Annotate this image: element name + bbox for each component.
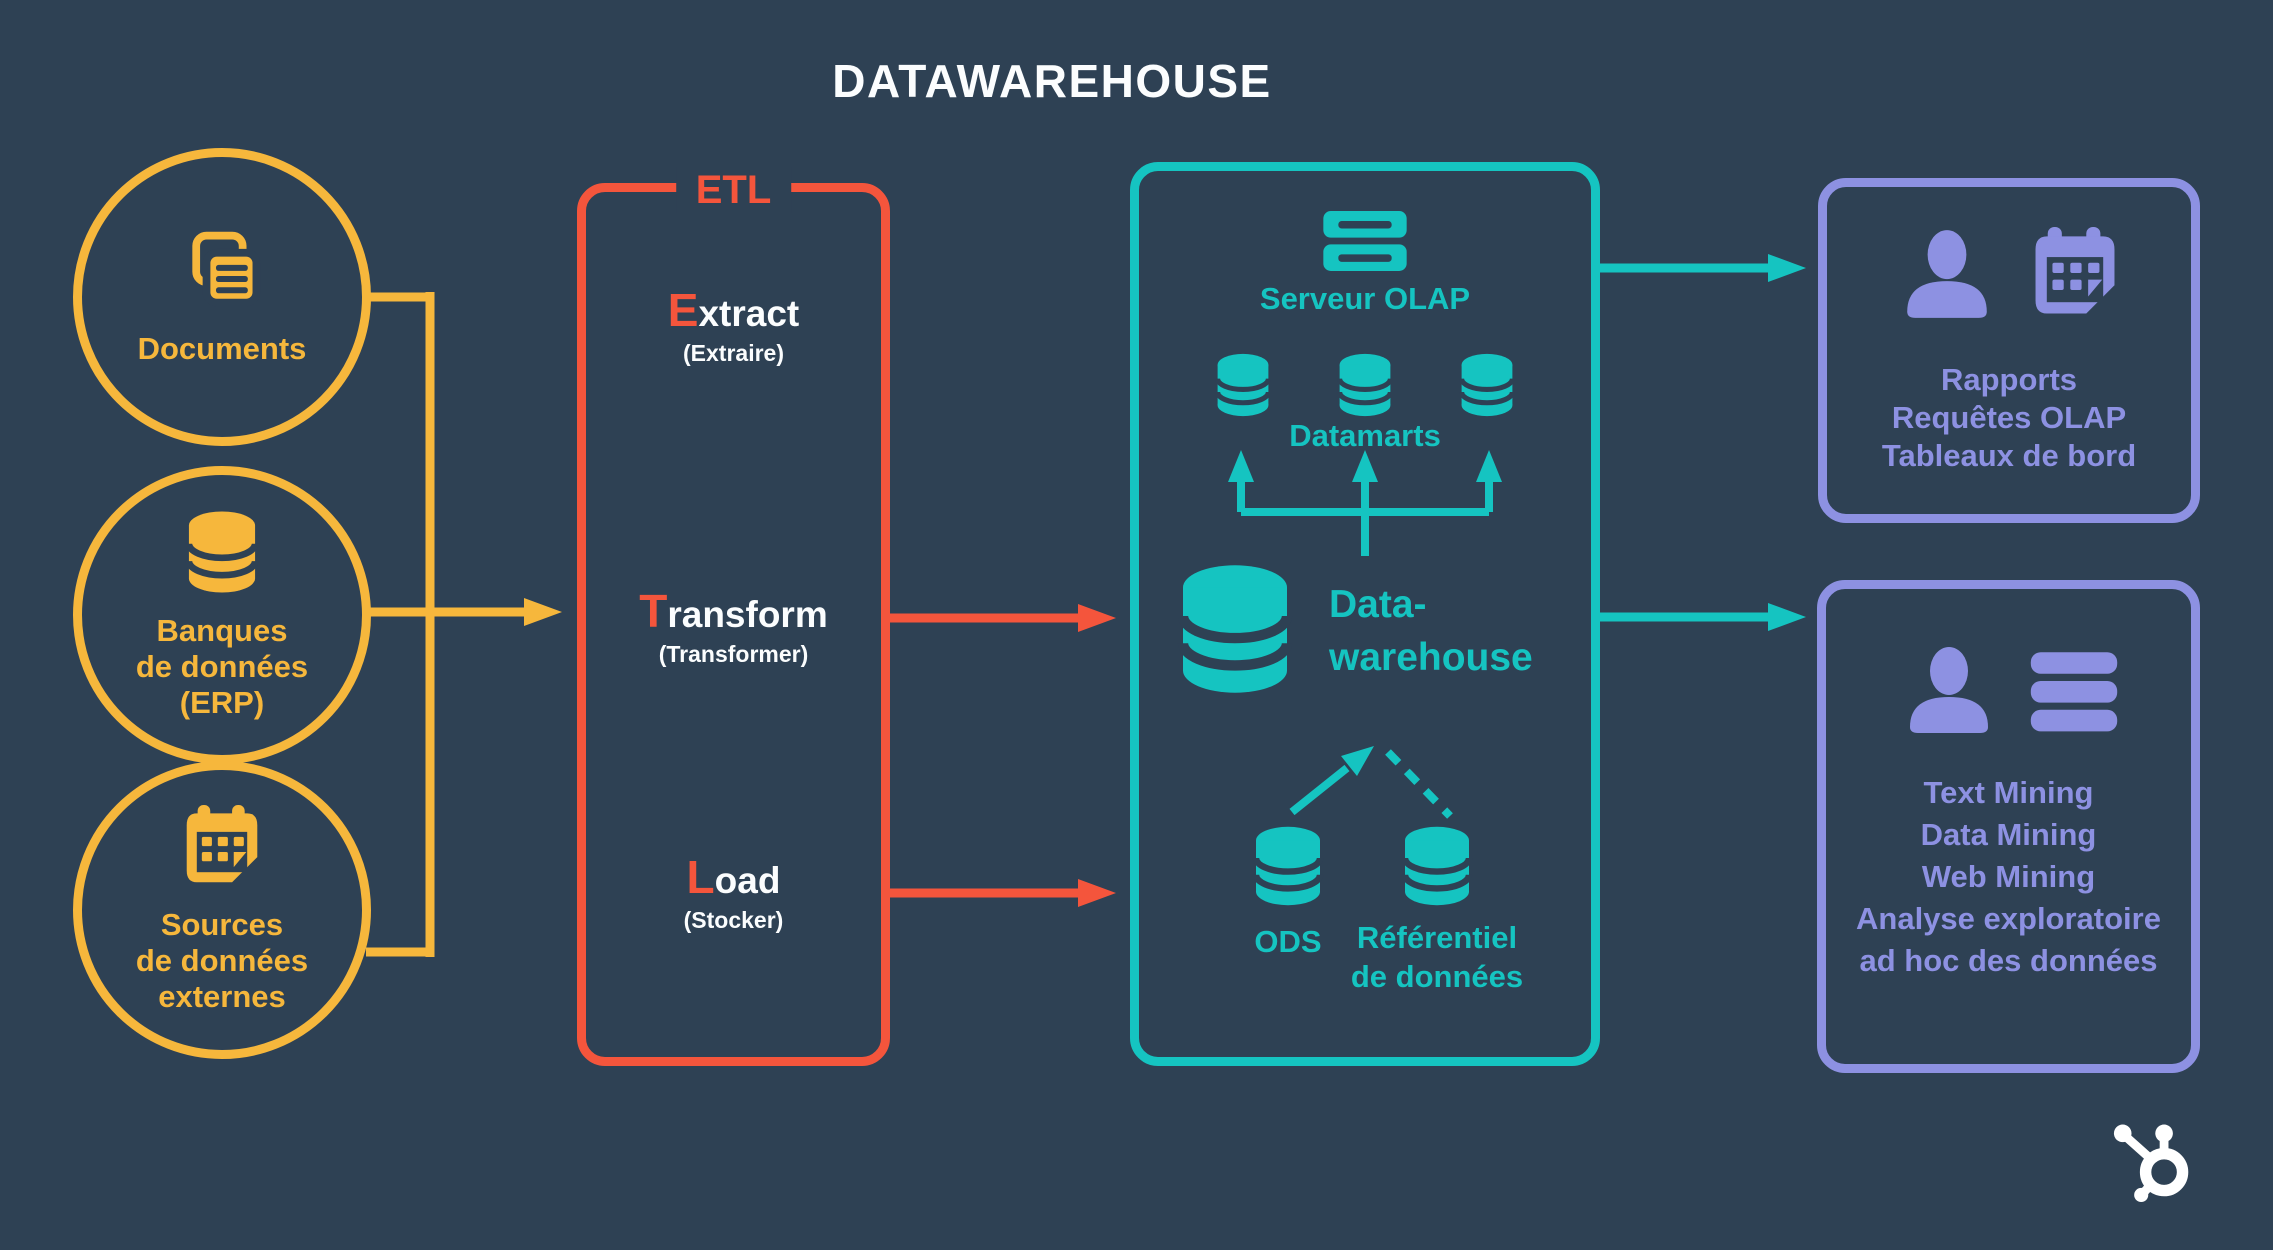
database-icon — [185, 511, 259, 593]
calendar-icon — [186, 805, 258, 883]
source-external-circle: Sources de données externes — [73, 761, 371, 1059]
source-documents-label: Documents — [137, 331, 307, 366]
etl-box-label: ETL — [675, 167, 792, 213]
list-icon — [2030, 652, 2117, 732]
reporting-labels: Rapports Requêtes OLAP Tableaux de bord — [1881, 362, 2137, 473]
referentiel-label: Référentiel de données — [1350, 920, 1524, 994]
source-erp-label: Banques de données (ERP) — [135, 613, 309, 720]
etl-step-extract: Extract (Extraire) — [667, 284, 800, 366]
ods-database-icon — [1252, 826, 1324, 906]
reporting-box: Rapports Requêtes OLAP Tableaux de bord — [1818, 178, 2200, 523]
mining-labels: Text Mining Data Mining Web Mining Analy… — [1856, 775, 2161, 978]
source-erp-circle: Banques de données (ERP) — [73, 466, 371, 764]
source-documents-circle: Documents — [73, 148, 371, 446]
database-icon — [1337, 353, 1393, 417]
person-icon — [1907, 230, 1987, 318]
server-olap-label: Serveur OLAP — [1259, 281, 1471, 316]
documents-icon — [192, 231, 261, 307]
database-icon — [1215, 353, 1271, 417]
server-icon — [1323, 211, 1407, 271]
etl-step-load: Load (Stocker) — [683, 851, 784, 933]
database-icon — [1459, 353, 1515, 417]
person-icon — [1909, 647, 1988, 733]
hubspot-sprocket-icon — [2113, 1124, 2189, 1202]
etl-box: ETL Extract (Extraire) Transform (Transf… — [577, 167, 890, 1066]
etl-step-transform: Transform (Transformer) — [639, 585, 828, 667]
calendar-icon — [2035, 227, 2115, 314]
datawarehouse-database-icon — [1177, 565, 1293, 693]
ods-label: ODS — [1254, 924, 1322, 959]
datamarts-label: Datamarts — [1289, 418, 1441, 453]
mining-box: Text Mining Data Mining Web Mining Analy… — [1817, 580, 2200, 1073]
datawarehouse-box: Serveur OLAP Datamarts Data- warehouse — [1130, 162, 1600, 1066]
referentiel-database-icon — [1401, 826, 1473, 906]
page-title: DATAWAREHOUSE — [832, 55, 1272, 107]
source-external-label: Sources de données externes — [135, 907, 309, 1014]
datawarehouse-label: Data- warehouse — [1329, 583, 1533, 679]
datamarts-icons — [1139, 352, 1591, 418]
